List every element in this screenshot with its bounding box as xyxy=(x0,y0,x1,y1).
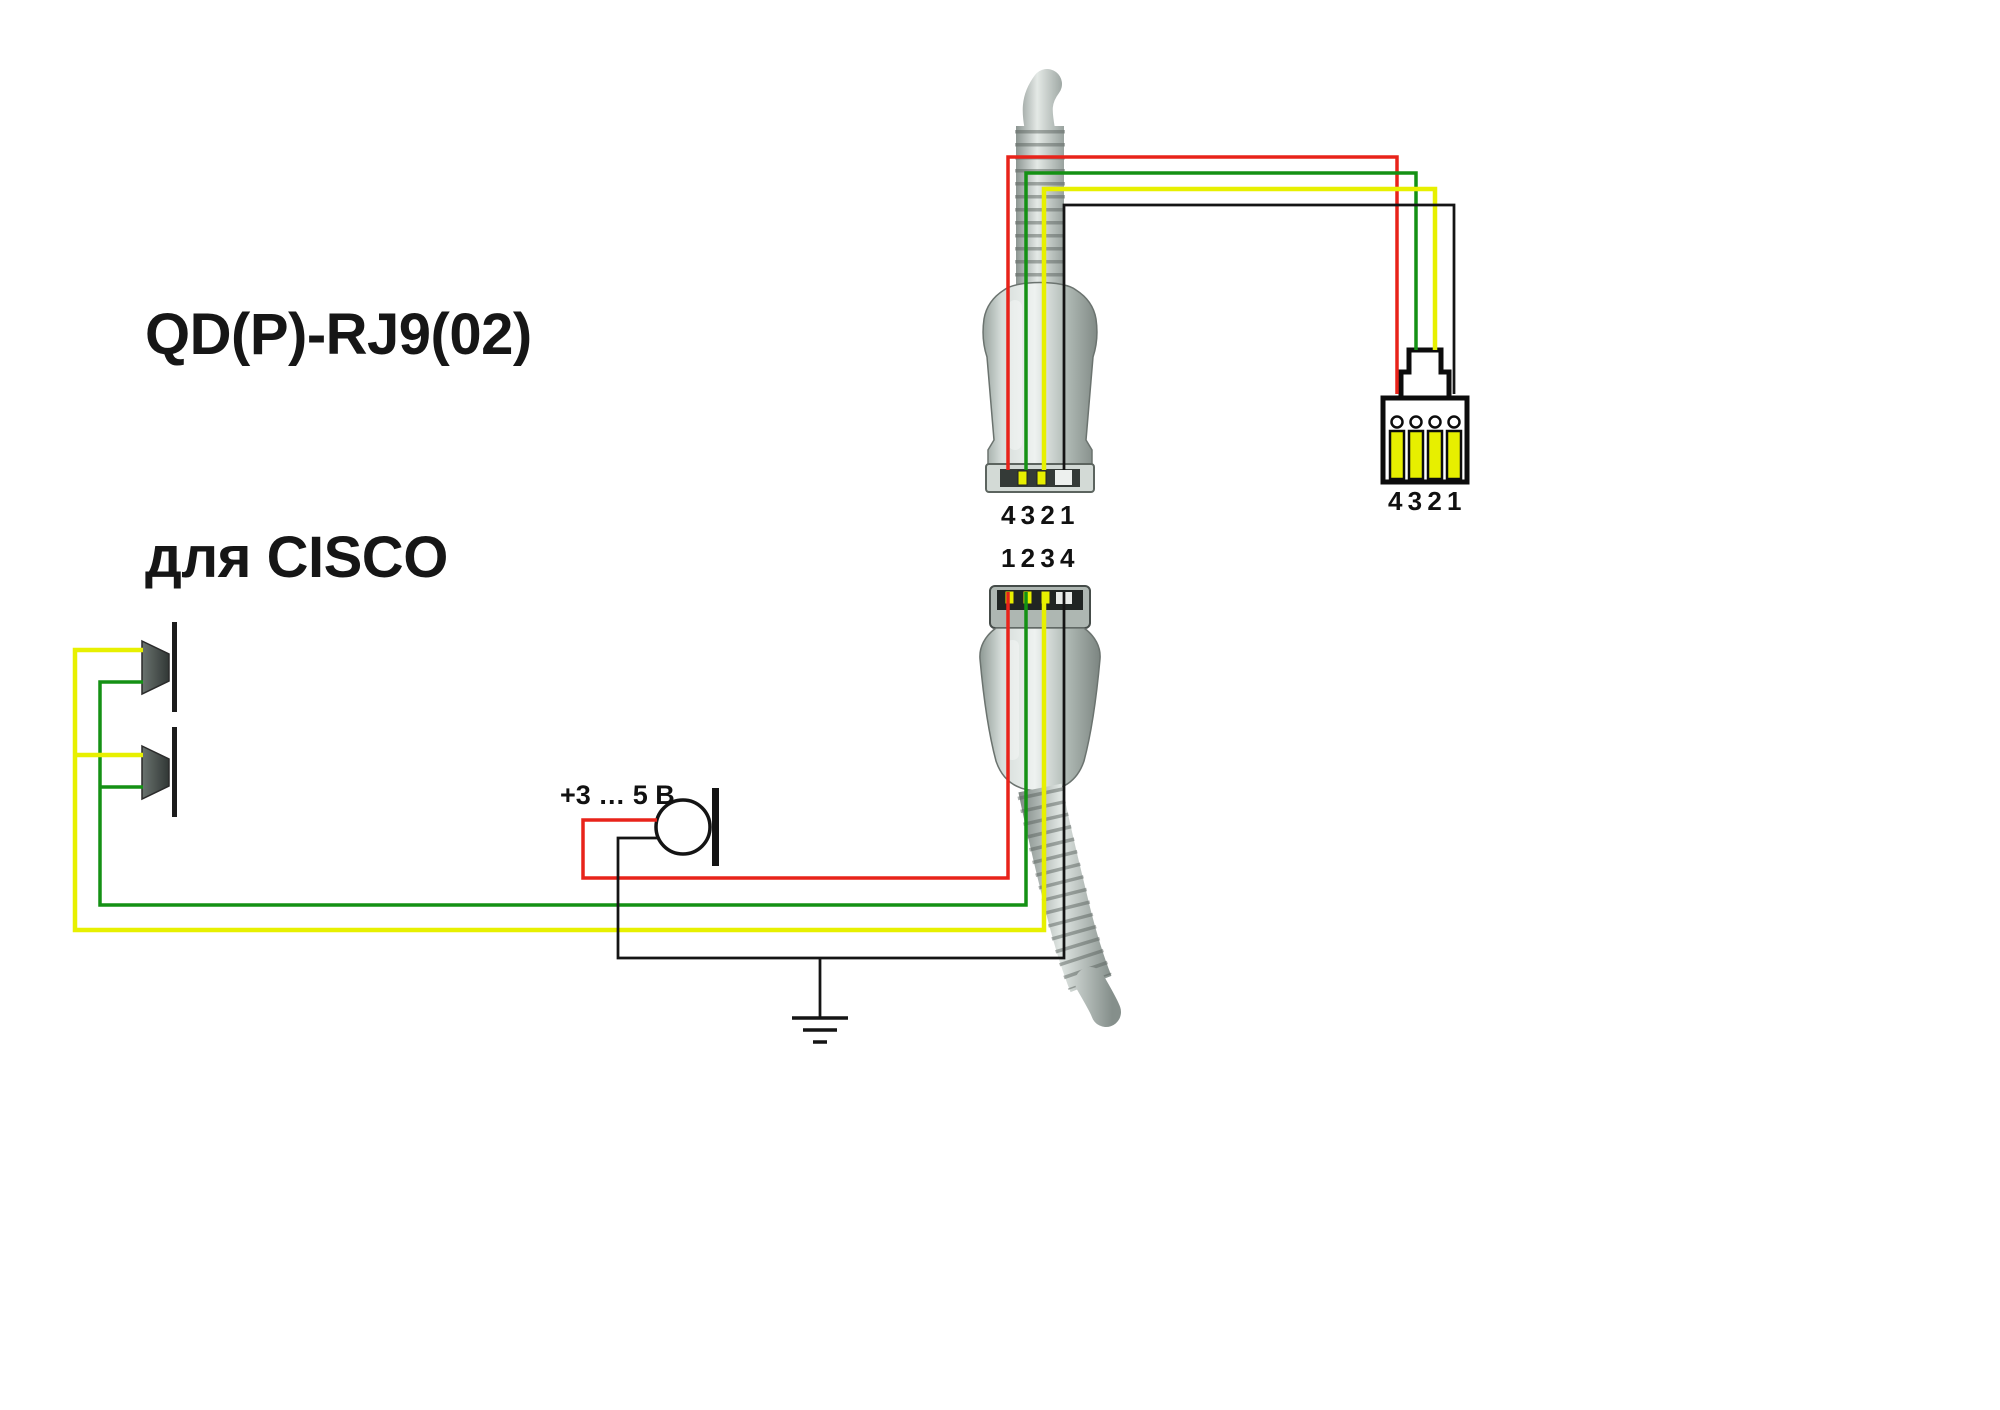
title-line-1: QD(P)-RJ9(02) xyxy=(145,302,532,368)
rj9-wire-entries xyxy=(1390,415,1461,429)
qd-bottom-body xyxy=(979,627,1101,792)
page-title: QD(P)-RJ9(02) для CISCO xyxy=(145,150,532,744)
microphone-capsule xyxy=(654,798,712,856)
title-line-2: для CISCO xyxy=(145,525,448,591)
microphone-diaphragm xyxy=(712,788,719,866)
wire-green-top xyxy=(1024,171,1418,470)
wire-red-mic xyxy=(581,592,1010,880)
rj9-connector xyxy=(1380,347,1470,485)
speaker-icon-top xyxy=(141,622,177,712)
qd-top-contact-2 xyxy=(1036,470,1047,486)
qd-top-contact-1 xyxy=(1017,470,1028,486)
qd-top-cable xyxy=(1022,69,1062,145)
wires-qd-bottom xyxy=(72,592,1066,1018)
speaker-top-cone xyxy=(141,639,170,696)
qd-top-body-highlight xyxy=(1008,300,1022,450)
rj9-pin-numbers: 4 3 2 1 xyxy=(1388,486,1462,516)
wire-yellow-speakers xyxy=(72,592,1047,933)
speaker-icon-bottom xyxy=(141,727,177,817)
qd-connector-top xyxy=(982,69,1098,493)
qd-bottom-cable-tail xyxy=(1075,967,1121,1027)
qd-bottom-pin-numbers: 1 2 3 4 xyxy=(1001,543,1075,573)
qd-top-pin-numbers: 4 3 2 1 xyxy=(1001,500,1075,530)
speaker-top-baffle xyxy=(172,622,177,712)
mic-voltage-label: +3 … 5 В xyxy=(560,780,675,810)
microphone-icon xyxy=(654,788,719,866)
rj9-latch xyxy=(1398,347,1452,398)
ground-icon xyxy=(792,1016,848,1044)
rj9-pins xyxy=(1388,429,1463,481)
qd-top-notch xyxy=(1055,470,1072,485)
speaker-bottom-cone xyxy=(141,744,170,801)
wires-qd-top-to-rj9 xyxy=(1006,155,1456,470)
speaker-bottom-baffle xyxy=(172,727,177,817)
wire-yellow-top xyxy=(1041,186,1438,470)
wire-black-top xyxy=(1062,203,1456,470)
wire-red-top xyxy=(1006,155,1399,470)
wire-green-speakers xyxy=(98,592,1028,907)
qd-bottom-coil xyxy=(1018,783,1112,993)
qd-top-body xyxy=(982,281,1098,465)
wire-black-ground xyxy=(616,592,1066,1018)
